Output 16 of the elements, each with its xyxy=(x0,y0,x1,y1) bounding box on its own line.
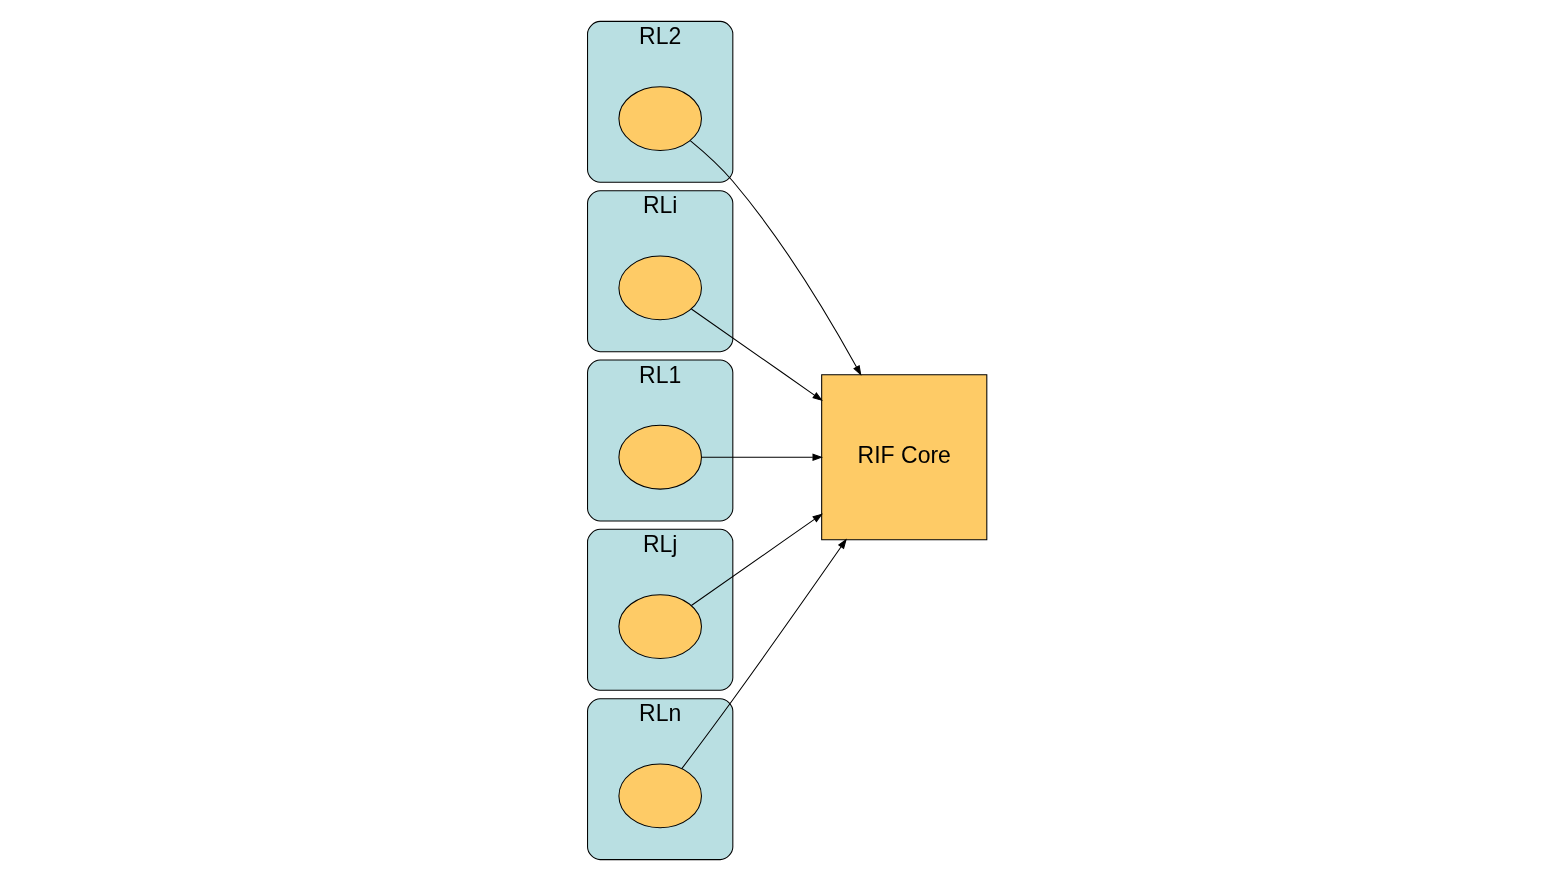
cluster: RLi xyxy=(587,190,734,353)
cluster: RL2 xyxy=(587,20,734,183)
arrow xyxy=(690,513,823,606)
node-circle xyxy=(618,594,702,659)
node-circle xyxy=(618,763,702,829)
cluster: RL1 xyxy=(587,359,734,522)
node-box: RIF Core xyxy=(821,374,988,541)
cluster: RLj xyxy=(587,528,734,691)
node-circle xyxy=(618,86,702,151)
node-circle xyxy=(618,424,702,490)
node-circle xyxy=(618,255,702,321)
arrow xyxy=(681,538,847,770)
arrow xyxy=(690,308,823,402)
cluster: RLn xyxy=(587,698,734,861)
arrow xyxy=(701,453,823,461)
arrow xyxy=(689,140,862,376)
